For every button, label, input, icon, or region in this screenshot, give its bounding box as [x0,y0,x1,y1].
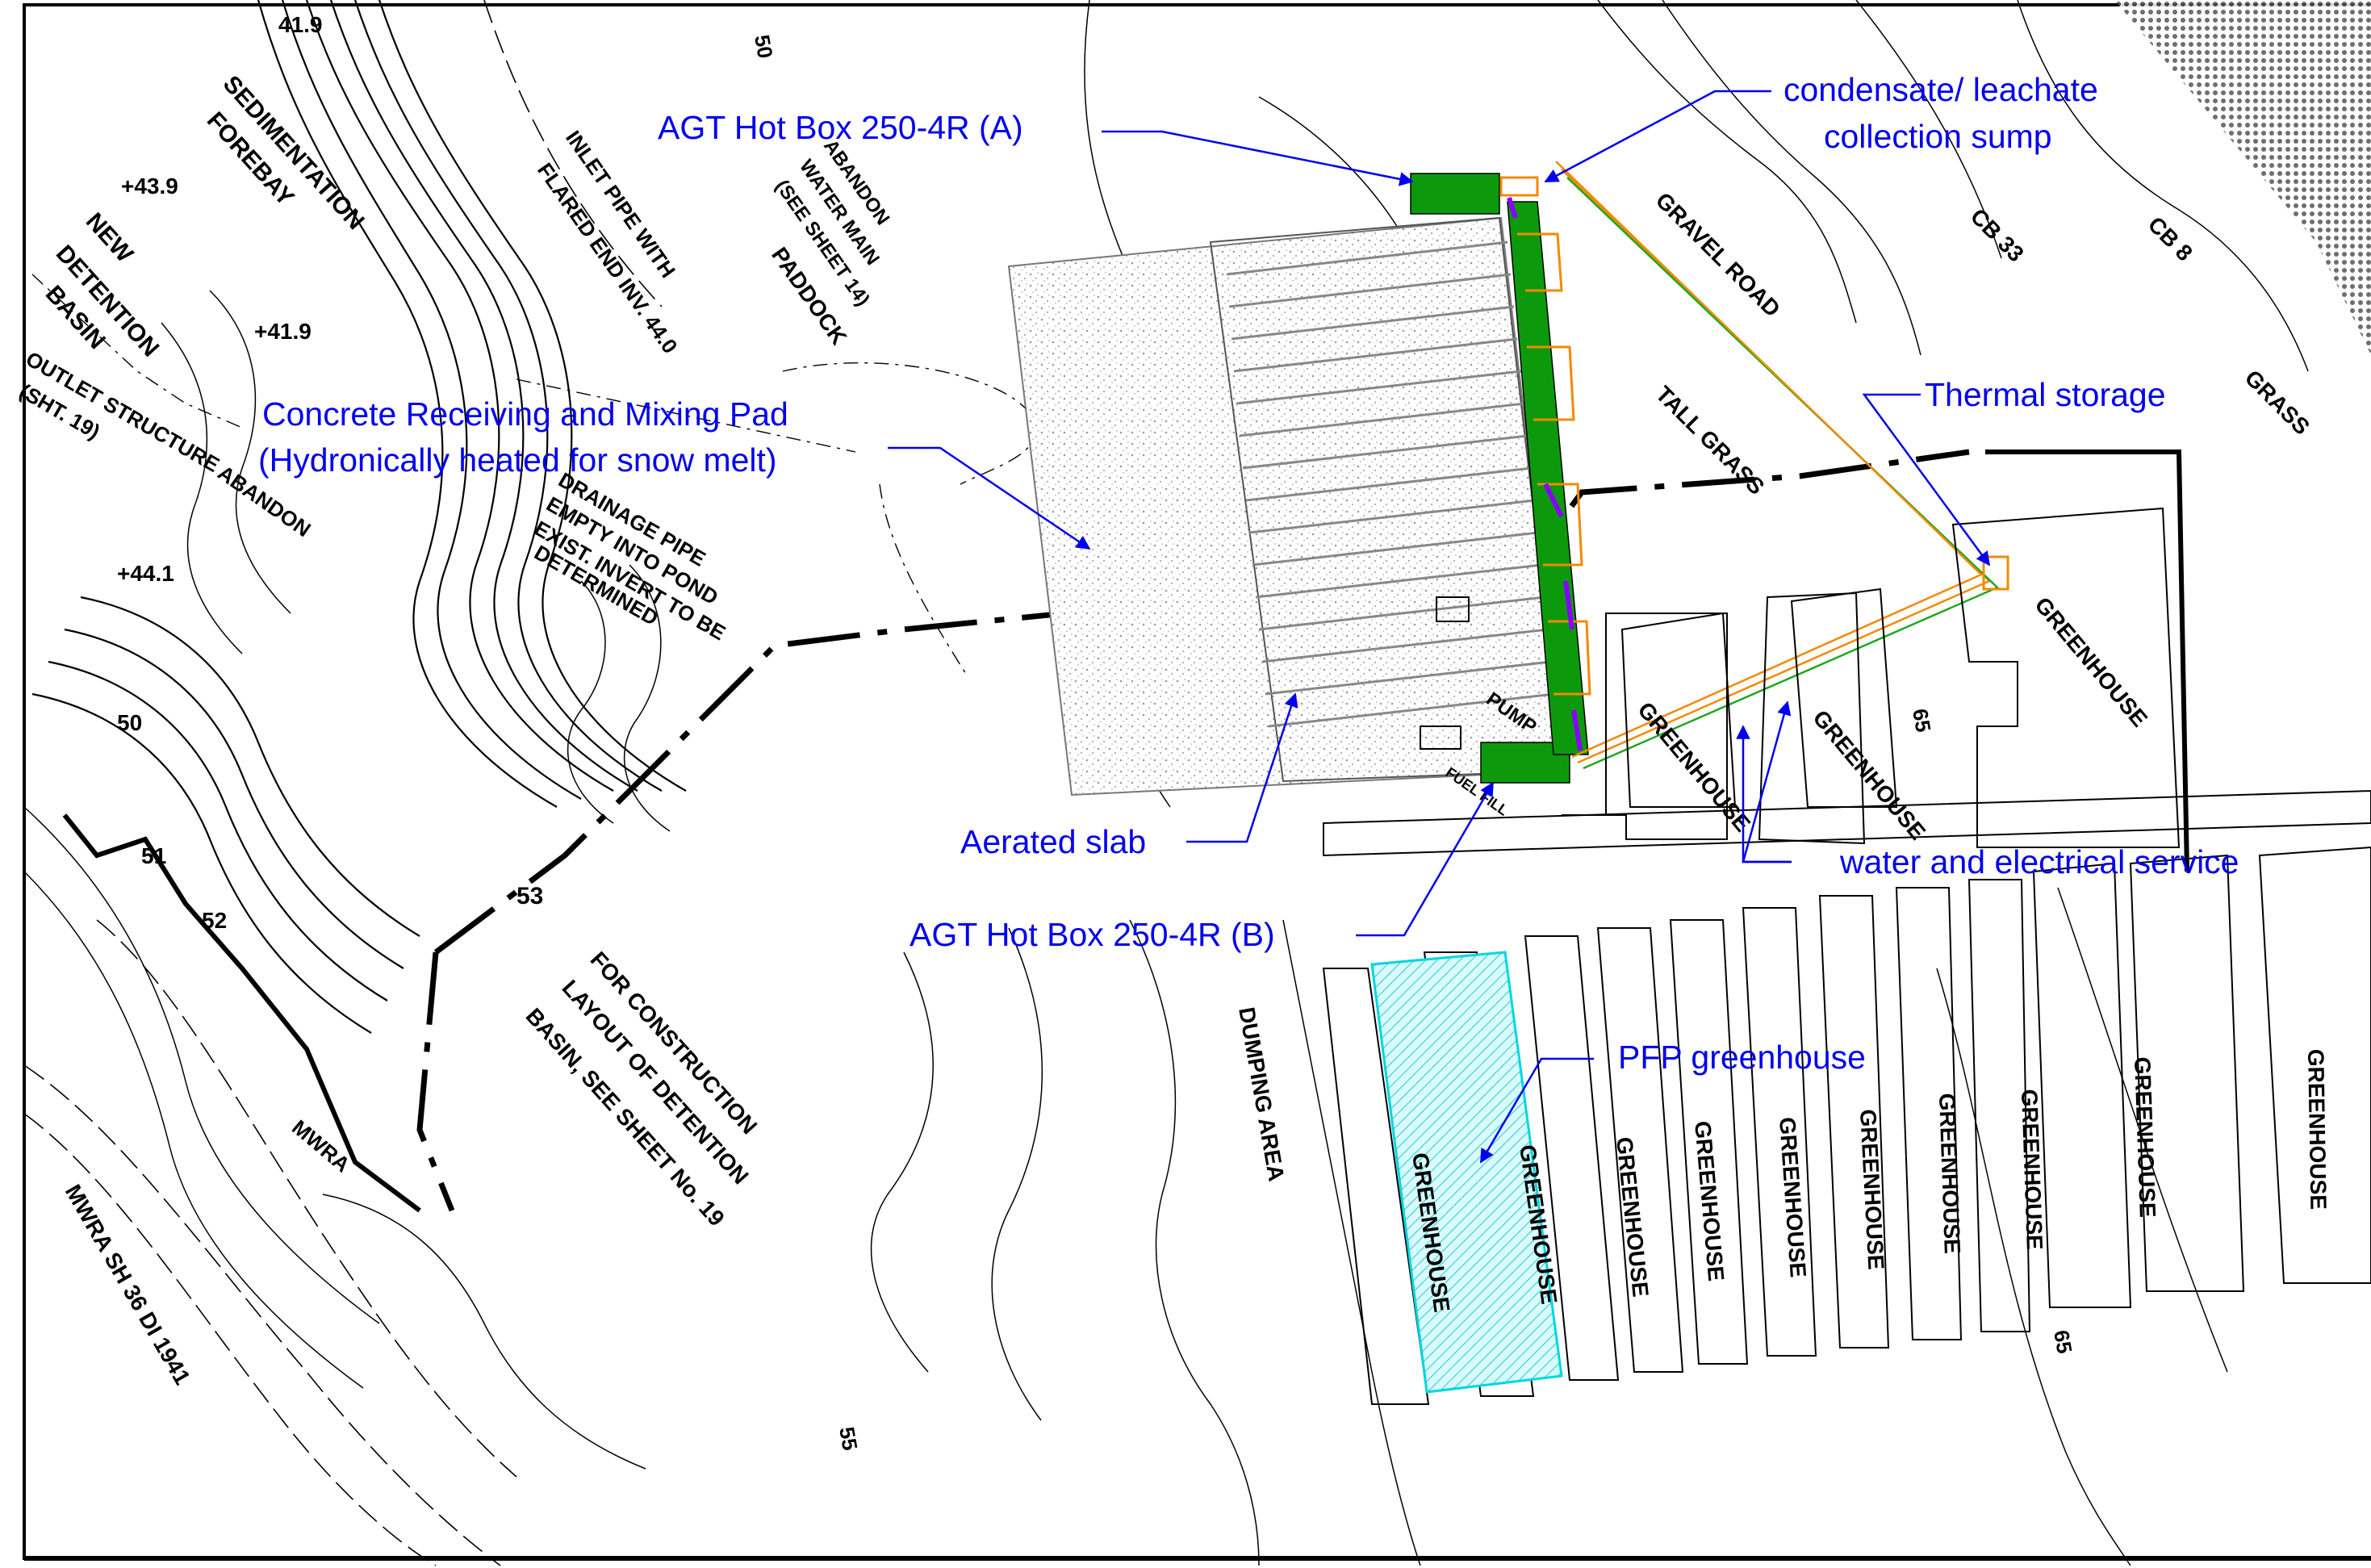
lower-greenhouses [1322,846,2371,1405]
pfp-greenhouse-area [1370,951,1563,1394]
detention-basin-outline [62,813,421,1213]
label-greenhouse-upper-1: GREENHOUSE [1633,697,1755,836]
label-greenhouse-lower-8: GREENHOUSE [2017,1089,2047,1250]
label-grass: GRASS [2240,365,2315,439]
elev-65-lower: 65 [2049,1328,2077,1356]
dotted-road-area [2114,0,2371,355]
label-new: NEW [81,208,139,269]
callout-hotbox-a: AGT Hot Box 250-4R (A) [658,109,1023,146]
fuel-tank [1420,725,1461,750]
callout-water-electrical: water and electrical service [1839,843,2239,880]
callout-leaders [888,90,1991,1164]
callout-sump-line2: collection sump [1824,118,2052,155]
label-greenhouse-lower-6: GREENHOUSE [1855,1109,1888,1271]
elev-65-upper: 65 [1908,707,1936,734]
mwra-lines [23,0,663,1566]
label-greenhouse-lower-7: GREENHOUSE [1934,1093,1965,1254]
elev-44-1: +44.1 [117,561,174,586]
aerated-slab [1209,216,1566,783]
label-cb8: CB 8 [2143,211,2197,266]
callout-pad-line1: Concrete Receiving and Mixing Pad [262,395,788,433]
property-line-right [1985,449,2189,872]
elev-53: 53 [516,883,543,909]
callout-thermal-storage: Thermal storage [1925,376,2166,413]
callout-aerated-slab: Aerated slab [960,823,1146,860]
fence-lines [31,274,1036,679]
hot-box-a [1410,173,1500,215]
callouts: AGT Hot Box 250-4R (A) condensate/ leach… [258,71,2239,1076]
orange-ducts [1499,176,1591,696]
label-greenhouse-lower-3: GREENHOUSE [1612,1135,1654,1298]
elev-50: 50 [117,710,142,735]
elev-55: 55 [834,1425,863,1453]
thermal-storage-tank [1982,555,2009,591]
callout-hotbox-b: AGT Hot Box 250-4R (B) [910,916,1275,953]
label-greenhouse-upper-3: GREENHOUSE [2030,592,2152,731]
callout-pad-line2: (Hydronically heated for snow melt) [258,441,777,479]
upper-greenhouses [1323,507,2371,857]
purple-pipes [1507,197,1583,751]
label-greenhouse-lower-4: GREENHOUSE [1690,1120,1729,1282]
elev-43-9: +43.9 [121,174,178,199]
callout-sump-line1: condensate/ leachate [1783,71,2098,108]
callout-pfp-greenhouse: PFP greenhouse [1618,1039,1866,1076]
pump-pad [1436,596,1470,622]
label-greenhouse-lower-10: GREENHOUSE [2303,1049,2331,1210]
elev-50-upper: 50 [750,33,778,61]
elev-52: 52 [202,908,227,933]
service-lines [1555,161,2000,770]
label-cb33: CB 33 [1966,203,2029,266]
elev-41-9-top: 41.9 [278,12,323,37]
label-gravel-road: GRAVEL ROAD [1651,187,1785,321]
elev-51: 51 [141,843,166,868]
contour-lines [31,0,687,1034]
label-dumping-area: DUMPING AREA [1234,1006,1289,1183]
label-mwra: MWRA [287,1115,355,1177]
elev-41-9: +41.9 [254,319,312,344]
label-greenhouse-lower-9: GREENHOUSE [2130,1056,2160,1218]
